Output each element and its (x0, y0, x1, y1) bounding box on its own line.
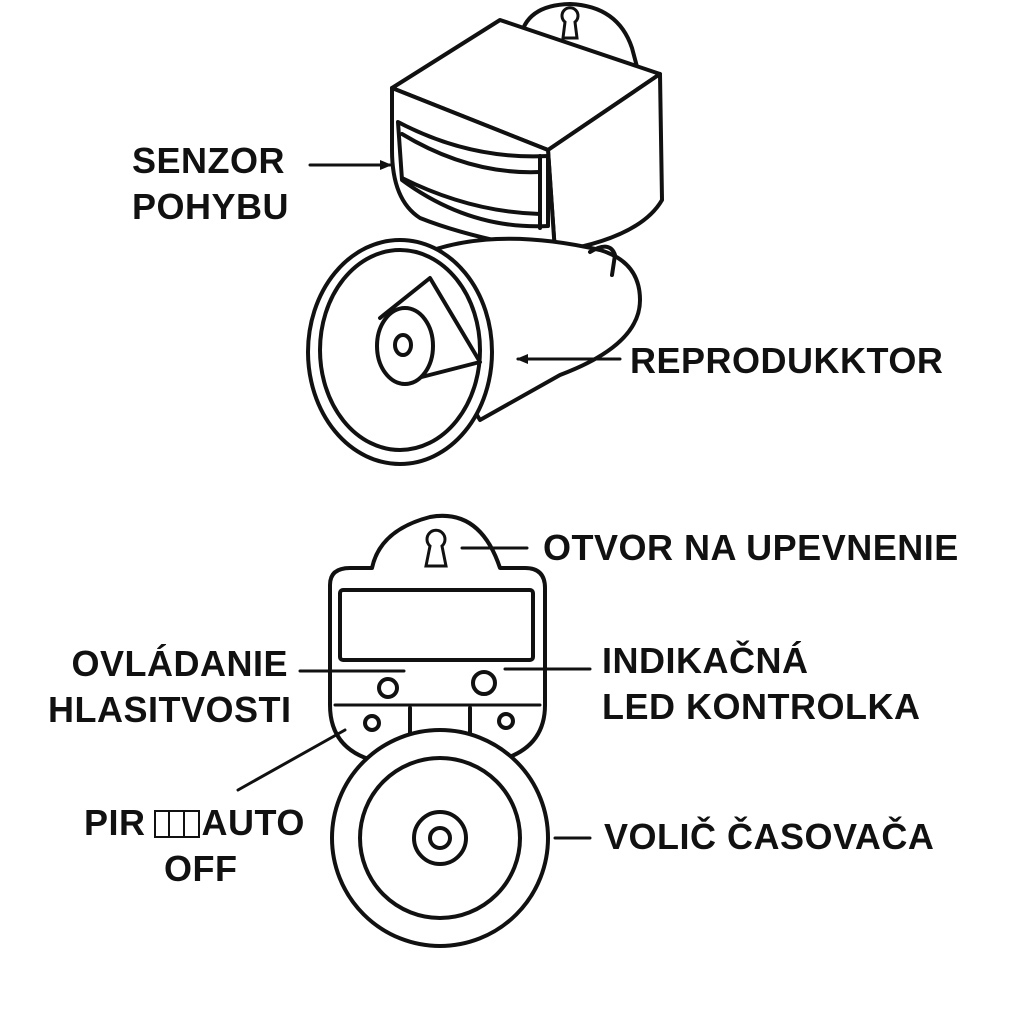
mode-pir-text: PIR (84, 802, 146, 843)
keyhole-icon (424, 528, 448, 568)
volume-knob-icon (377, 677, 399, 699)
led-indicator-label: INDIKAČNÁ LED KONTROLKA (602, 640, 921, 727)
volume-control-label: OVLÁDANIE HLASITVOSTI (48, 643, 292, 730)
speaker-horn (306, 236, 642, 466)
back-panel (328, 513, 547, 767)
mode-switch-pointer (236, 728, 347, 792)
motion-sensor-label: SENZOR POHYBU (132, 140, 290, 227)
timer-selector-label: VOLIČ ČASOVAČA (604, 816, 935, 857)
mode-off-text: OFF (164, 848, 238, 889)
sensor-housing (390, 18, 664, 254)
mode-auto-text: AUTO (201, 802, 305, 843)
speaker-label: REPRODUKKTOR (630, 340, 944, 381)
led-indicator-icon (471, 670, 497, 696)
mounting-hole-label: OTVOR NA UPEVNENIE (543, 527, 959, 568)
timer-dial (330, 728, 550, 948)
slide-switch-icon (153, 810, 200, 838)
mode-switch-label: PIR AUTO OFF (84, 800, 305, 892)
display-window (338, 588, 535, 662)
